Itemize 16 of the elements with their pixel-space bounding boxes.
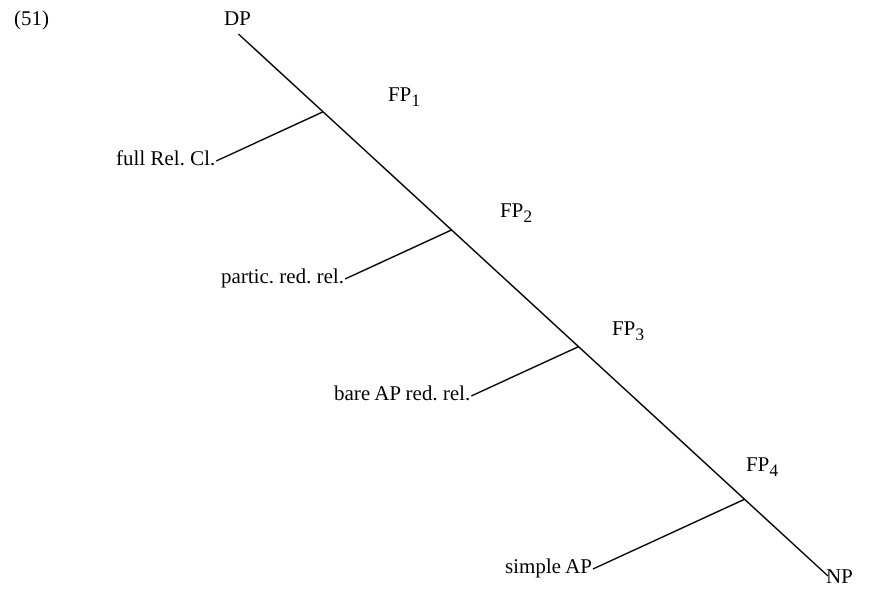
modifier-branch-line bbox=[216, 111, 324, 162]
tree-branch-line bbox=[238, 33, 828, 577]
modifier-label: simple AP bbox=[505, 554, 592, 578]
modifier-label: partic. red. rel. bbox=[221, 264, 344, 288]
modifier-label: bare AP red. rel. bbox=[334, 381, 470, 405]
tree-node-label: FP$_{2}$ bbox=[500, 198, 532, 228]
tree-node-label: DP bbox=[224, 6, 251, 30]
modifier-branch-line bbox=[470, 346, 579, 397]
example-number: (51) bbox=[14, 6, 49, 30]
modifier-branch-line bbox=[592, 498, 745, 570]
tree-node-label: NP bbox=[826, 564, 853, 588]
modifier-label: full Rel. Cl. bbox=[116, 146, 216, 170]
tree-node-label: FP$_{3}$ bbox=[612, 316, 644, 346]
tree-node-label: FP$_{4}$ bbox=[746, 452, 778, 482]
modifier-branch-line bbox=[344, 229, 452, 280]
tree-node-label: FP$_{1}$ bbox=[388, 82, 420, 112]
